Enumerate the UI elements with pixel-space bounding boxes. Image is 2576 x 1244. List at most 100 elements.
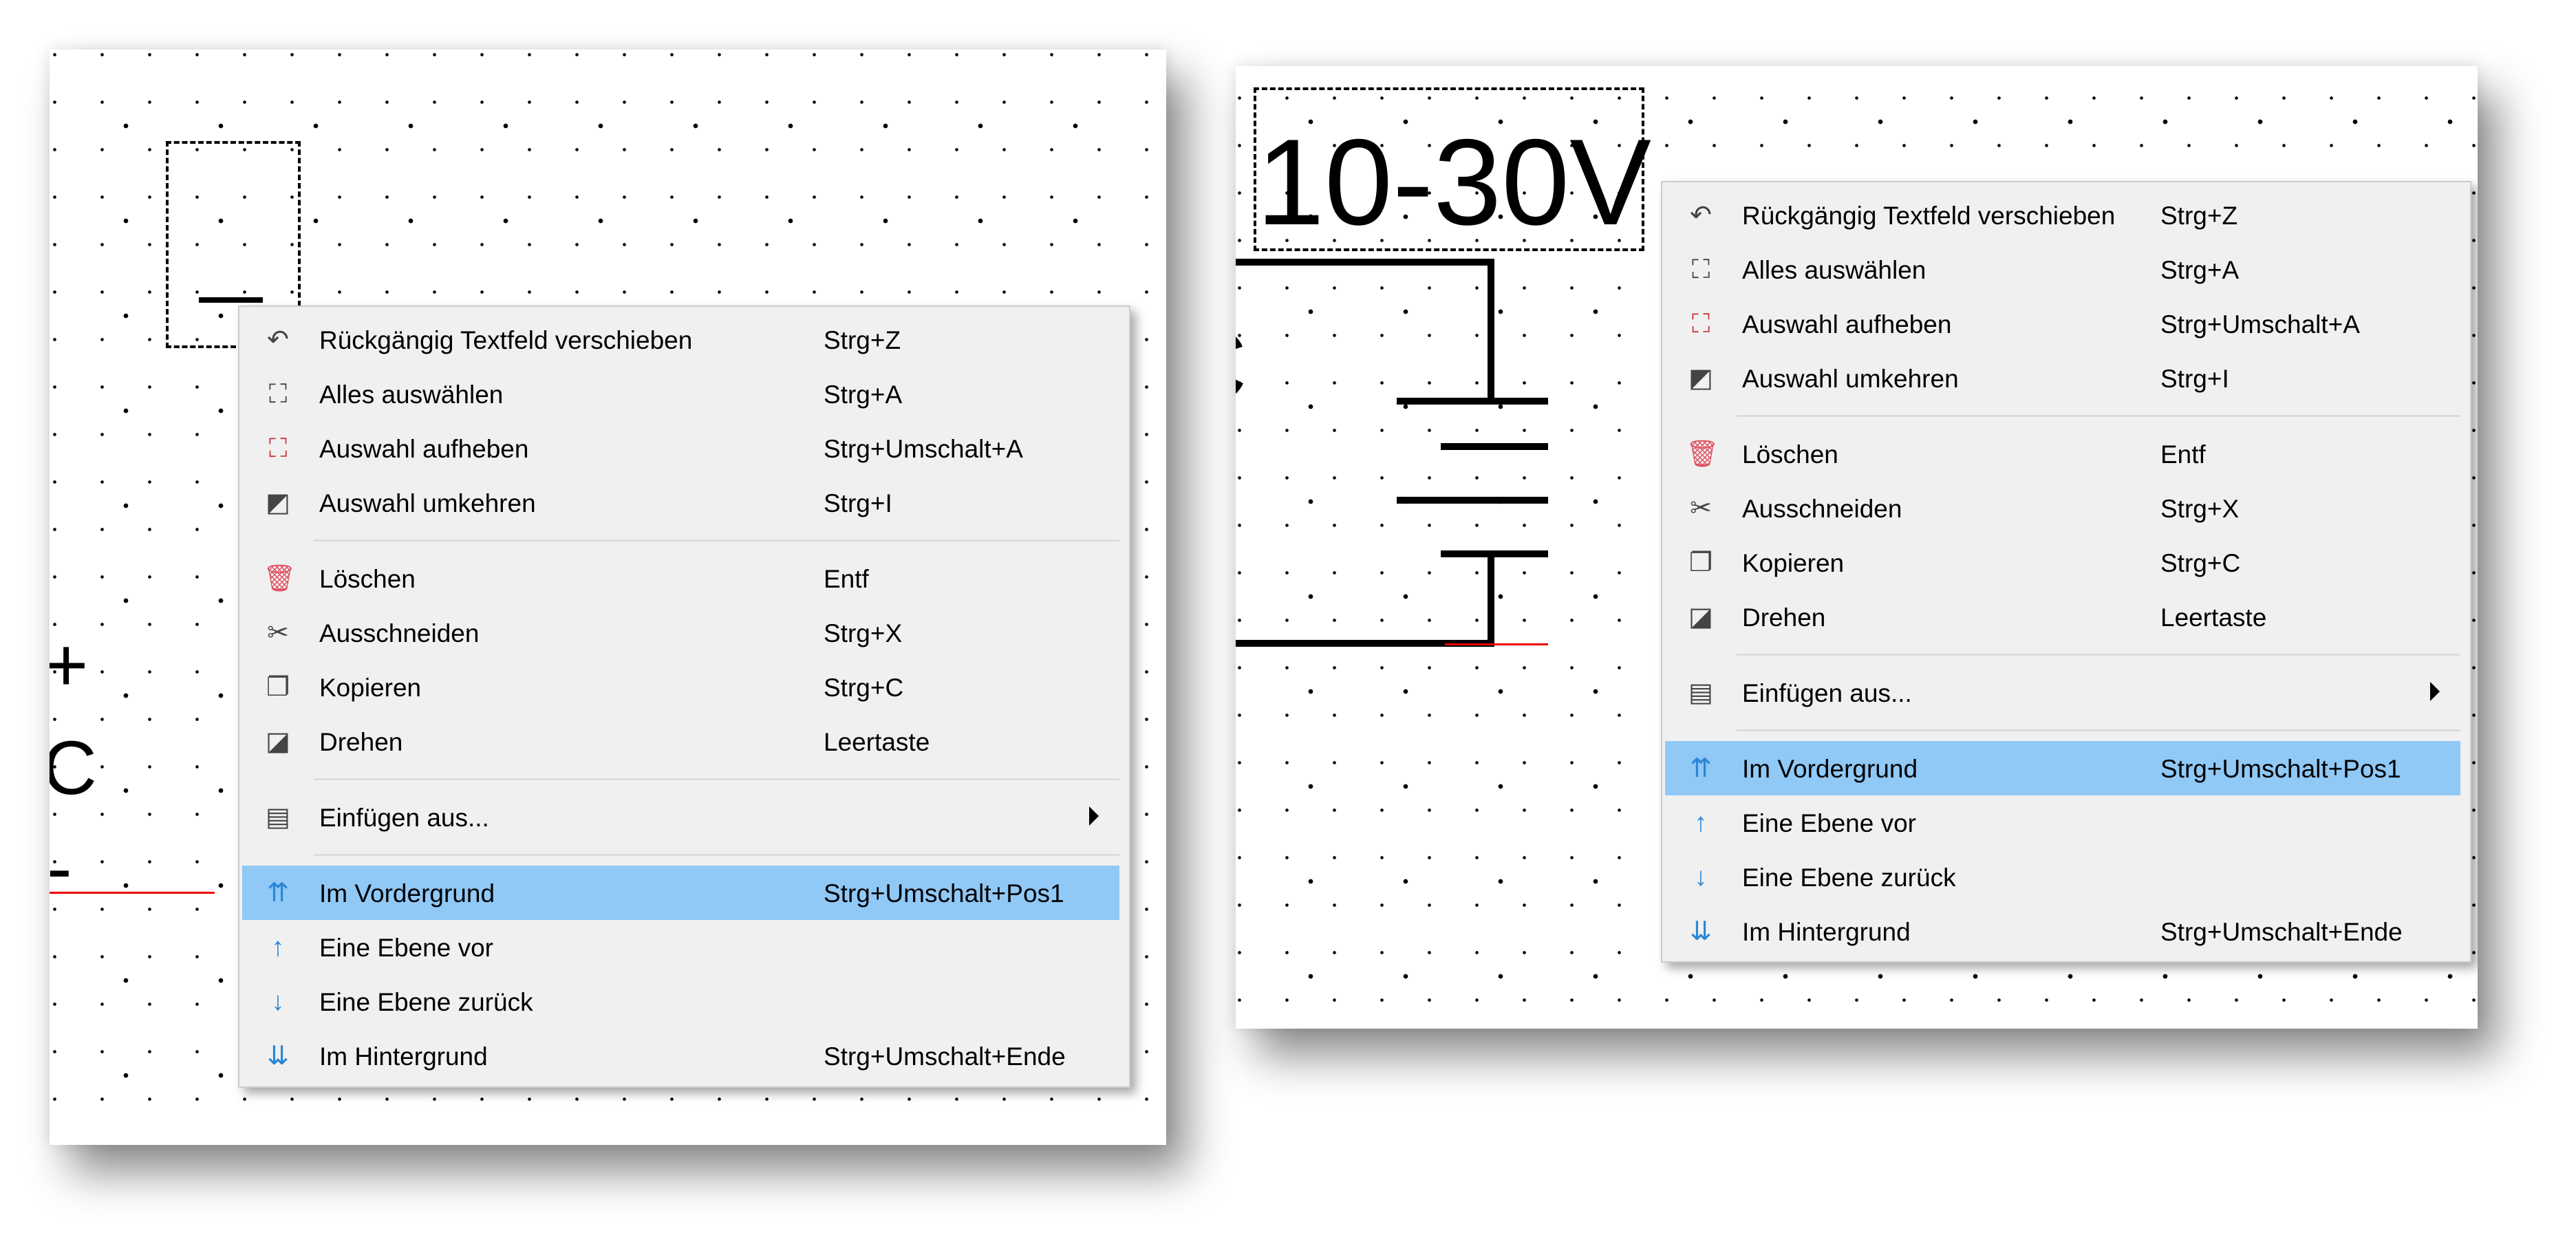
send-to-back-icon: ⇊	[1690, 917, 1712, 946]
menu-separator	[314, 778, 1119, 780]
menu-item-label: Eine Ebene vor	[319, 934, 494, 962]
send-to-back-icon: ⇊	[267, 1042, 289, 1071]
undo-icon: ↶	[1690, 201, 1712, 230]
send-backward-icon: ↓	[271, 987, 285, 1016]
schematic-canvas-left[interactable]: + DC - ↶Rückgängig Textfeld verschiebenS…	[50, 50, 1166, 1145]
menu-item-shortcut: Strg+Z	[2160, 202, 2238, 230]
menu-item-shortcut: Leertaste	[2160, 603, 2267, 632]
trash-icon: 🗑	[263, 564, 297, 593]
menu-item-shortcut: Strg+A	[824, 380, 903, 409]
dc-label: DC	[50, 726, 97, 811]
menu-item-label: Eine Ebene zurück	[1742, 864, 1956, 892]
menu-item[interactable]: ✂ Ausschneiden Strg+X	[242, 605, 1119, 660]
invert-selection-icon: ◩	[266, 489, 290, 517]
menu-item-shortcut: Strg+X	[824, 619, 903, 647]
menu-item-shortcut: Strg+Umschalt+A	[824, 435, 1023, 463]
menu-item-shortcut: Entf	[2160, 440, 2206, 469]
menu-item-label: Alles auswählen	[1742, 256, 1926, 284]
menu-item-label: Rückgängig Textfeld verschieben	[319, 326, 693, 354]
wire	[1236, 640, 1494, 647]
battery-plate	[1441, 550, 1548, 557]
bring-to-front-icon: ⇈	[267, 879, 289, 908]
menu-item-label: Im Vordergrund	[319, 879, 495, 908]
menu-item[interactable]: ◪ Drehen Leertaste	[242, 714, 1119, 769]
minus-label: -	[50, 830, 72, 906]
menu-separator	[314, 854, 1119, 856]
menu-separator	[1737, 654, 2460, 656]
selected-textfield[interactable]	[166, 141, 301, 348]
wire	[1488, 259, 1494, 403]
battery-plate	[1397, 497, 1548, 504]
menu-item[interactable]: 🗑 Löschen Entf	[242, 551, 1119, 605]
menu-item-shortcut: Strg+Umschalt+Ende	[824, 1042, 1066, 1071]
menu-item-label: Einfügen aus...	[1742, 679, 1912, 707]
menu-item[interactable]: ❐ Kopieren Strg+C	[1665, 535, 2460, 590]
menu-item-label: Kopieren	[1742, 549, 1845, 577]
wire-red	[1445, 643, 1548, 645]
menu-item-label: Im Hintergrund	[1742, 918, 1911, 946]
menu-item-shortcut: Strg+Umschalt+Pos1	[2160, 755, 2401, 783]
menu-item-label: Auswahl aufheben	[319, 435, 529, 463]
scissors-icon: ✂	[1690, 494, 1712, 523]
menu-item[interactable]: ↓ Eine Ebene zurück	[242, 974, 1119, 1029]
menu-item[interactable]: ◪ Drehen Leertaste	[1665, 590, 2460, 644]
menu-item-shortcut: Entf	[824, 565, 869, 593]
menu-item-label: Ausschneiden	[319, 619, 480, 647]
menu-item-label: Auswahl umkehren	[319, 489, 536, 517]
menu-item-label: Löschen	[1742, 440, 1838, 469]
menu-item-label: Drehen	[319, 728, 403, 756]
scissors-icon: ✂	[267, 619, 289, 647]
menu-item-label: Ausschneiden	[1742, 495, 1902, 523]
menu-item-shortcut: Strg+I	[2160, 365, 2229, 393]
menu-item[interactable]: ▤Einfügen aus...	[1665, 665, 2460, 720]
selected-textfield[interactable]	[1254, 87, 1644, 251]
wire	[1488, 550, 1494, 645]
submenu-arrow-icon	[1089, 806, 1099, 826]
deselect-icon: ⛶	[1691, 310, 1710, 339]
menu-item-shortcut: Strg+I	[824, 489, 892, 517]
rotate-icon: ◪	[266, 727, 290, 756]
menu-item[interactable]: ◩ Auswahl umkehren Strg+I	[242, 475, 1119, 530]
menu-item[interactable]: ↶ Rückgängig Textfeld verschieben Strg+Z	[242, 312, 1119, 367]
menu-item-shortcut: Strg+Umschalt+A	[2160, 310, 2360, 339]
menu-item-shortcut: Strg+Z	[824, 326, 901, 354]
submenu-arrow-icon	[2430, 682, 2440, 701]
menu-item-shortcut: Leertaste	[824, 728, 930, 756]
bring-forward-icon: ↑	[1694, 808, 1708, 837]
menu-item-label: Eine Ebene vor	[1742, 809, 1917, 837]
copy-icon: ❐	[1688, 548, 1713, 577]
menu-item[interactable]: ▤Einfügen aus...	[242, 790, 1119, 844]
menu-item[interactable]: ↑ Eine Ebene vor	[242, 920, 1119, 974]
menu-item-label: Löschen	[319, 565, 416, 593]
menu-item-label: Eine Ebene zurück	[319, 988, 533, 1016]
undo-icon: ↶	[267, 325, 289, 354]
copy-icon: ❐	[266, 673, 290, 702]
rotate-icon: ◪	[1688, 603, 1713, 632]
bring-forward-icon: ↑	[271, 933, 285, 962]
menu-item[interactable]: ↓Eine Ebene zurück	[1665, 850, 2460, 904]
menu-item-label: Kopieren	[319, 674, 422, 702]
paste-from-icon: ▤	[266, 803, 290, 832]
minus-symbol-bar	[199, 297, 263, 303]
select-all-icon: ⛶	[268, 380, 288, 409]
menu-item-shortcut: Strg+C	[2160, 549, 2241, 577]
menu-item-label: Drehen	[1742, 603, 1826, 632]
menu-item[interactable]: ↑ Eine Ebene vor	[1665, 795, 2460, 850]
schematic-canvas-right[interactable]: 10-30V DC ↶Rückgängig Textfeld verschieb…	[1236, 66, 2478, 1029]
menu-item-label: Im Vordergrund	[1742, 755, 1918, 783]
